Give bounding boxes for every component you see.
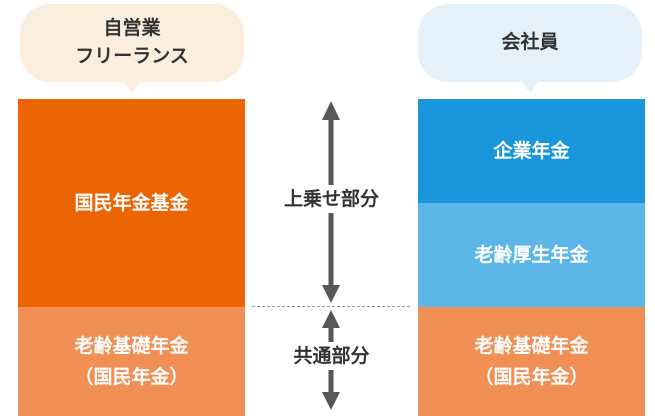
- left-basic-pension-label: 老齢基礎年金 （国民年金）: [74, 335, 189, 388]
- tier-divider-line: [252, 306, 410, 307]
- bubble-tail: [521, 81, 539, 93]
- lower-arrow-head-top: [322, 310, 340, 328]
- right-basic-pension-block: 老齢基礎年金 （国民年金）: [418, 307, 645, 416]
- company-employee-label: 会社員: [501, 31, 559, 54]
- national-pension-fund-block: 国民年金基金: [18, 99, 245, 307]
- employees-pension-block: 老齢厚生年金: [418, 203, 645, 307]
- upper-arrow-head-bottom: [322, 285, 340, 303]
- bubble-tail: [123, 81, 141, 93]
- top-up-portion-label: 上乗せ部分: [245, 185, 418, 213]
- self-employed-bubble: 自営業 フリーランス: [20, 4, 244, 93]
- upper-arrow-head-top: [322, 101, 340, 120]
- lower-arrow-head-bottom: [322, 392, 340, 410]
- common-portion-label: 共通部分: [245, 342, 418, 370]
- corporate-pension-block: 企業年金: [418, 99, 645, 203]
- national-pension-fund-label: 国民年金基金: [74, 191, 189, 214]
- corporate-pension-label: 企業年金: [493, 139, 570, 162]
- employees-pension-label: 老齢厚生年金: [474, 243, 589, 266]
- company-employee-bubble: 会社員: [418, 4, 642, 93]
- right-basic-pension-label: 老齢基礎年金 （国民年金）: [474, 335, 589, 388]
- left-basic-pension-block: 老齢基礎年金 （国民年金）: [18, 307, 245, 416]
- self-employed-label: 自営業 フリーランス: [75, 17, 189, 67]
